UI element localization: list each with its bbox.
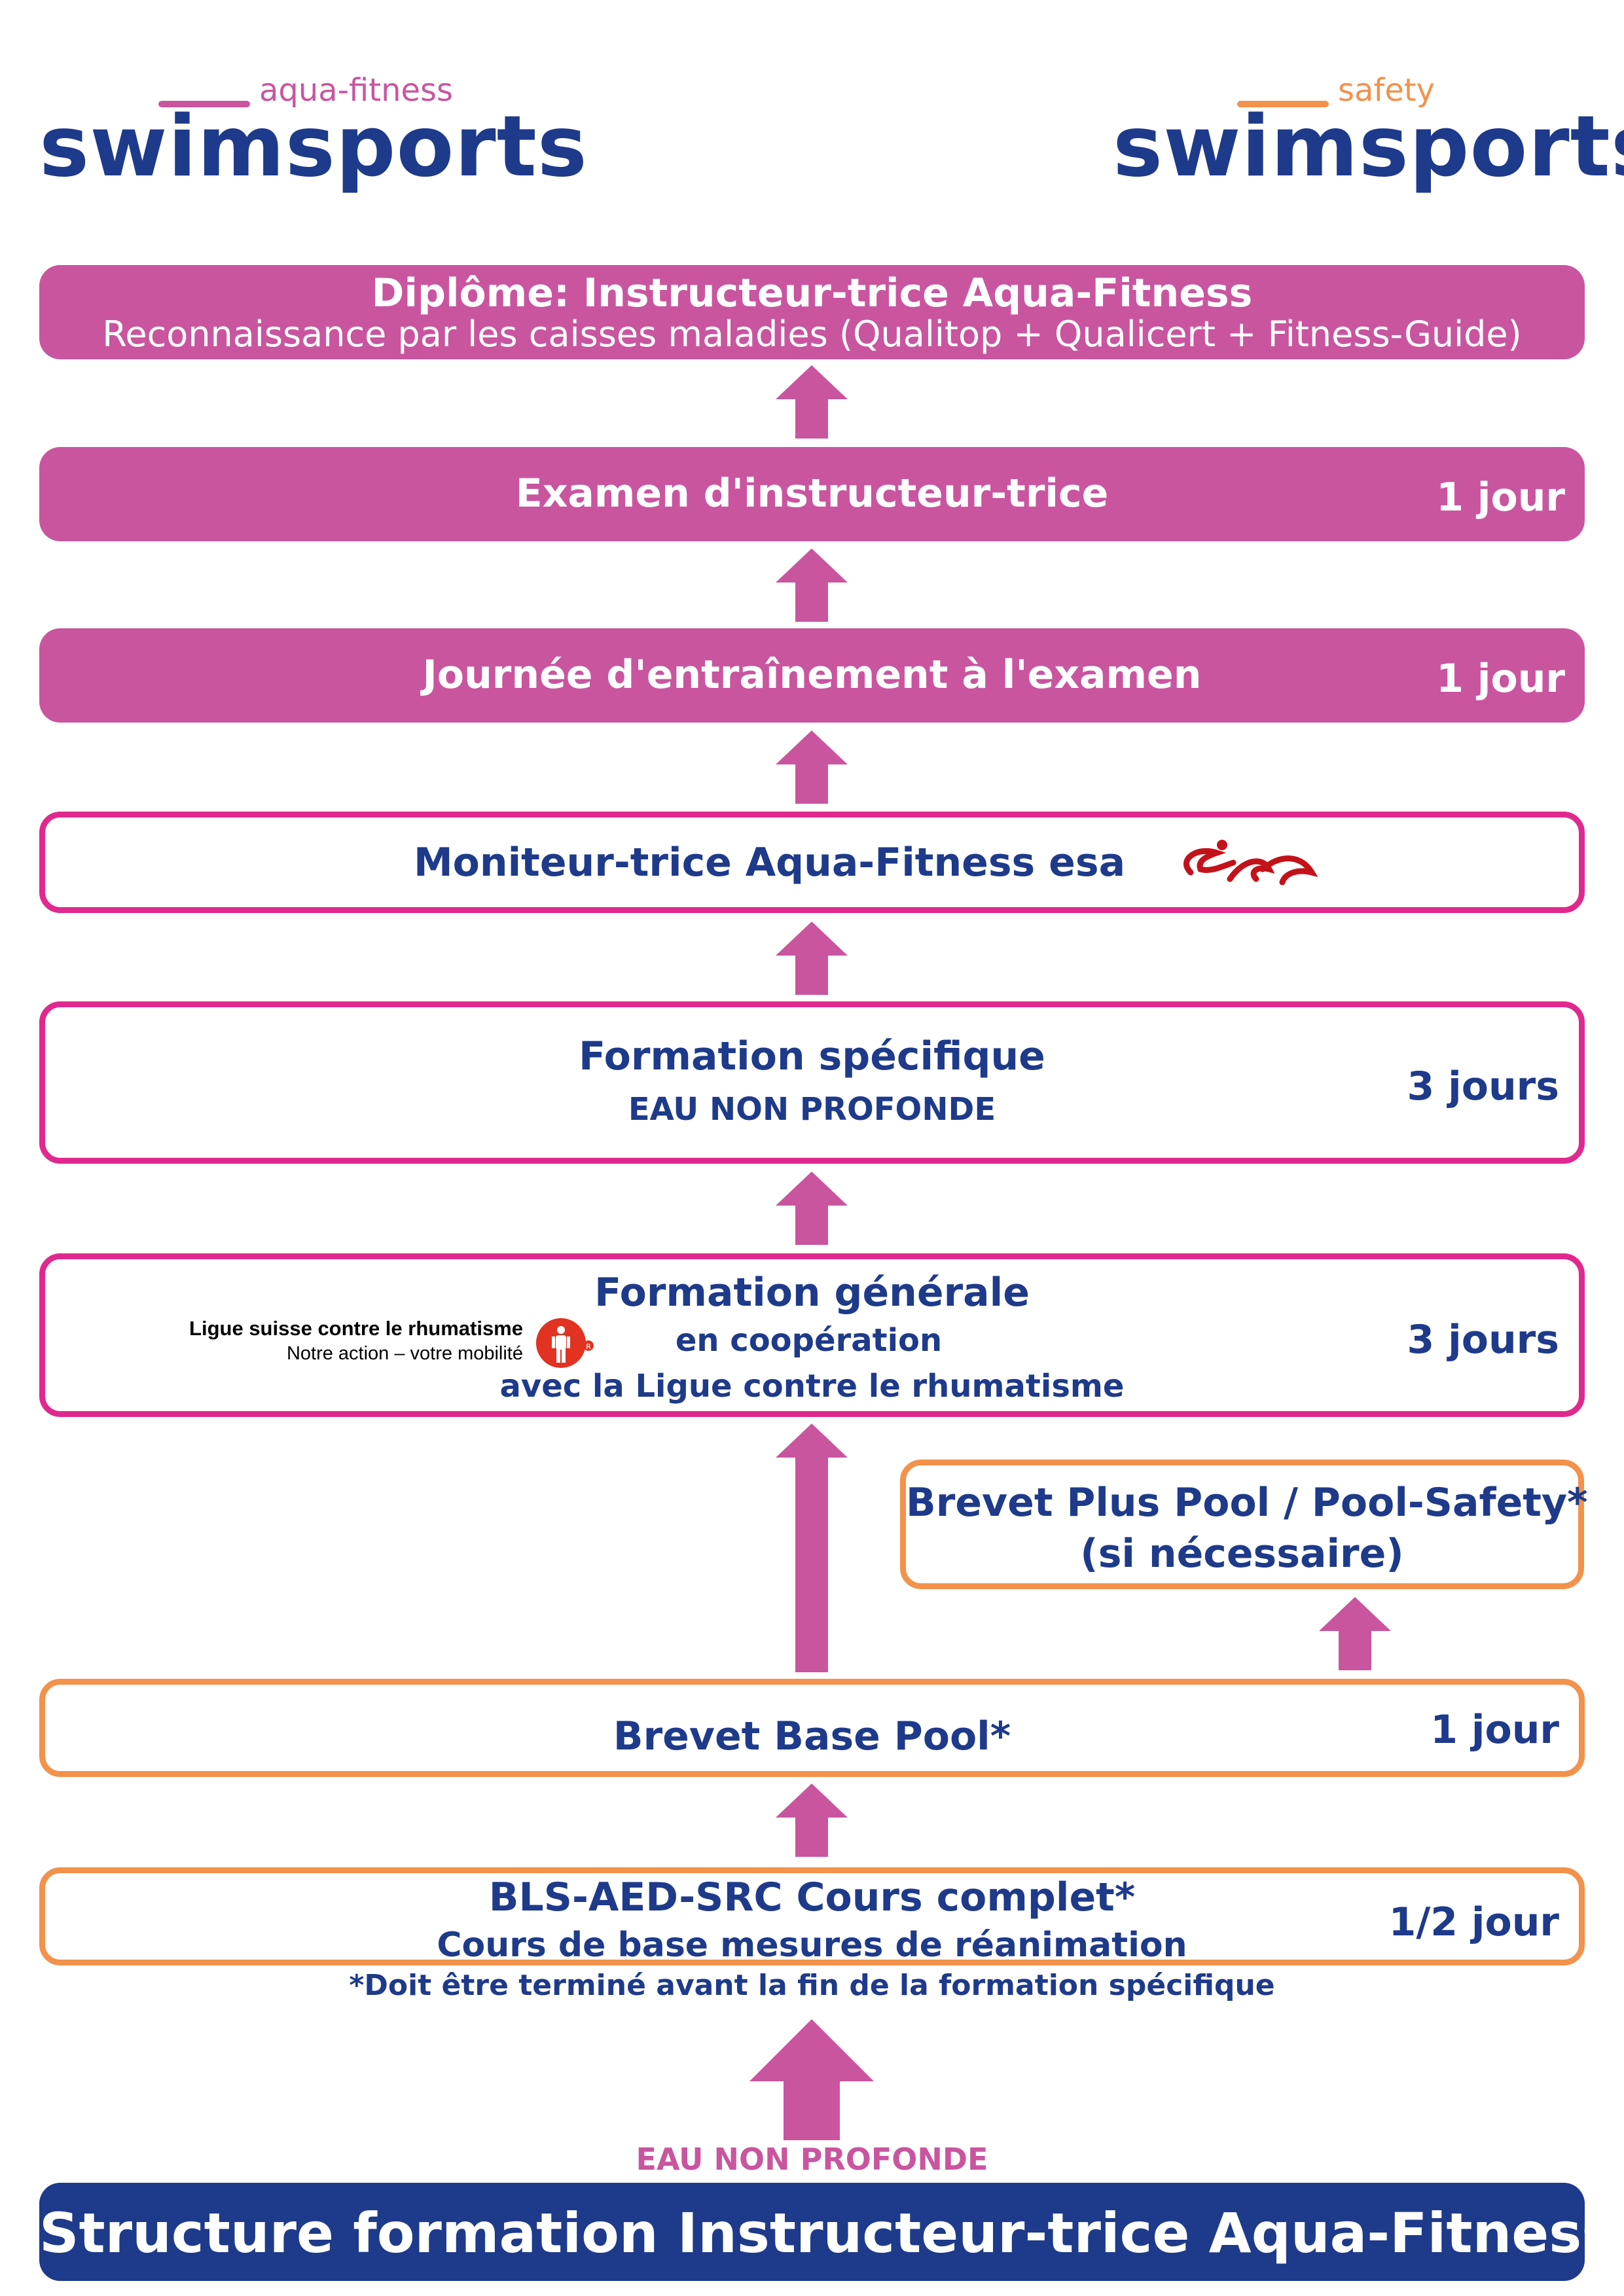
specific-subtitle: EAU NON PROFONDE bbox=[628, 1091, 996, 1128]
brevet-plus-subtitle: (si nécessaire) bbox=[1080, 1531, 1404, 1577]
arrow-up-icon bbox=[776, 548, 848, 622]
brevet-plus-title: Brevet Plus Pool / Pool-Safety* bbox=[906, 1480, 1588, 1526]
rheumatism-league-logo: Ligue suisse contre le rhumatisme Notre … bbox=[104, 1317, 615, 1369]
general-line-2: en coopération bbox=[675, 1322, 943, 1359]
general-title: Formation générale bbox=[594, 1270, 1030, 1316]
logo-subtitle: safety bbox=[1338, 72, 1435, 109]
specific-training-box: Formation spécifique EAU NON PROFONDE 3 … bbox=[39, 1001, 1585, 1164]
logo-wordmark: swimsports bbox=[1113, 98, 1624, 196]
brevet-plus-box: Brevet Plus Pool / Pool-Safety* (si néce… bbox=[900, 1460, 1588, 1589]
svg-text:R: R bbox=[586, 1342, 591, 1351]
esa-box: Moniteur-trice Aqua-Fitness esa bbox=[39, 812, 1585, 913]
logo-aqua-fitness: aqua-fitness swimsports bbox=[39, 72, 587, 196]
arrow-up-icon bbox=[776, 1172, 848, 1245]
arrow-up-icon bbox=[749, 2019, 874, 2140]
logo-accent-bar bbox=[158, 101, 250, 107]
specific-title: Formation spécifique bbox=[579, 1033, 1045, 1079]
specific-duration: 3 jours bbox=[1407, 1064, 1559, 1109]
diploma-subtitle: Reconnaissance par les caisses maladies … bbox=[102, 314, 1522, 355]
bls-title: BLS-AED-SRC Cours complet* bbox=[488, 1874, 1136, 1920]
arrow-up-icon bbox=[1319, 1597, 1391, 1670]
brevet-base-title: Brevet Base Pool* bbox=[613, 1713, 1011, 1759]
exam-title: Examen d'instructeur-trice bbox=[515, 471, 1109, 516]
brevet-base-box: Brevet Base Pool* 1 jour bbox=[39, 1679, 1585, 1777]
bls-duration: 1/2 jour bbox=[1388, 1899, 1559, 1945]
logo-safety: safety swimsports bbox=[1113, 72, 1624, 196]
exam-box: Examen d'instructeur-trice 1 jour bbox=[39, 447, 1585, 541]
bottom-label: EAU NON PROFONDE bbox=[636, 2142, 988, 2177]
diploma-box: Diplôme: Instructeur-trice Aqua-Fitness … bbox=[39, 265, 1585, 359]
training-day-box: Journée d'entraînement à l'examen 1 jour bbox=[39, 628, 1585, 723]
brevet-base-duration: 1 jour bbox=[1430, 1707, 1559, 1753]
esa-logo-icon bbox=[1183, 840, 1318, 886]
arrow-up-icon bbox=[776, 1784, 848, 1857]
logo-accent-bar bbox=[1237, 101, 1329, 107]
training-day-duration: 1 jour bbox=[1436, 656, 1565, 702]
arrow-up-icon bbox=[776, 1424, 848, 1672]
training-day-title: Journée d'entraînement à l'examen bbox=[422, 652, 1202, 698]
league-name: Ligue suisse contre le rhumatisme bbox=[189, 1317, 523, 1340]
bottom-banner: Structure formation Instructeur-trice Aq… bbox=[39, 2183, 1615, 2281]
arrow-up-icon bbox=[776, 922, 848, 995]
arrow-up-icon bbox=[776, 365, 848, 439]
rheumatism-league-icon: R bbox=[536, 1318, 594, 1368]
bls-box: BLS-AED-SRC Cours complet* Cours de base… bbox=[39, 1867, 1585, 1965]
general-line-3: avec la Ligue contre le rhumatisme bbox=[499, 1368, 1125, 1405]
esa-title: Moniteur-trice Aqua-Fitness esa bbox=[413, 840, 1126, 886]
general-duration: 3 jours bbox=[1407, 1317, 1559, 1363]
general-training-box: Formation générale en coopération avec l… bbox=[39, 1253, 1585, 1417]
banner-title: Structure formation Instructeur-trice Aq… bbox=[39, 2201, 1615, 2265]
arrow-up-icon bbox=[776, 730, 848, 804]
bls-subtitle: Cours de base mesures de réanimation bbox=[437, 1926, 1187, 1965]
logo-wordmark: swimsports bbox=[39, 98, 588, 196]
diploma-title: Diplôme: Instructeur-trice Aqua-Fitness bbox=[371, 270, 1253, 316]
logo-subtitle: aqua-fitness bbox=[259, 72, 454, 109]
exam-duration: 1 jour bbox=[1436, 475, 1565, 520]
league-tagline: Notre action – votre mobilité bbox=[286, 1343, 523, 1364]
bls-note: *Doit être terminé avant la fin de la fo… bbox=[349, 1969, 1275, 2002]
